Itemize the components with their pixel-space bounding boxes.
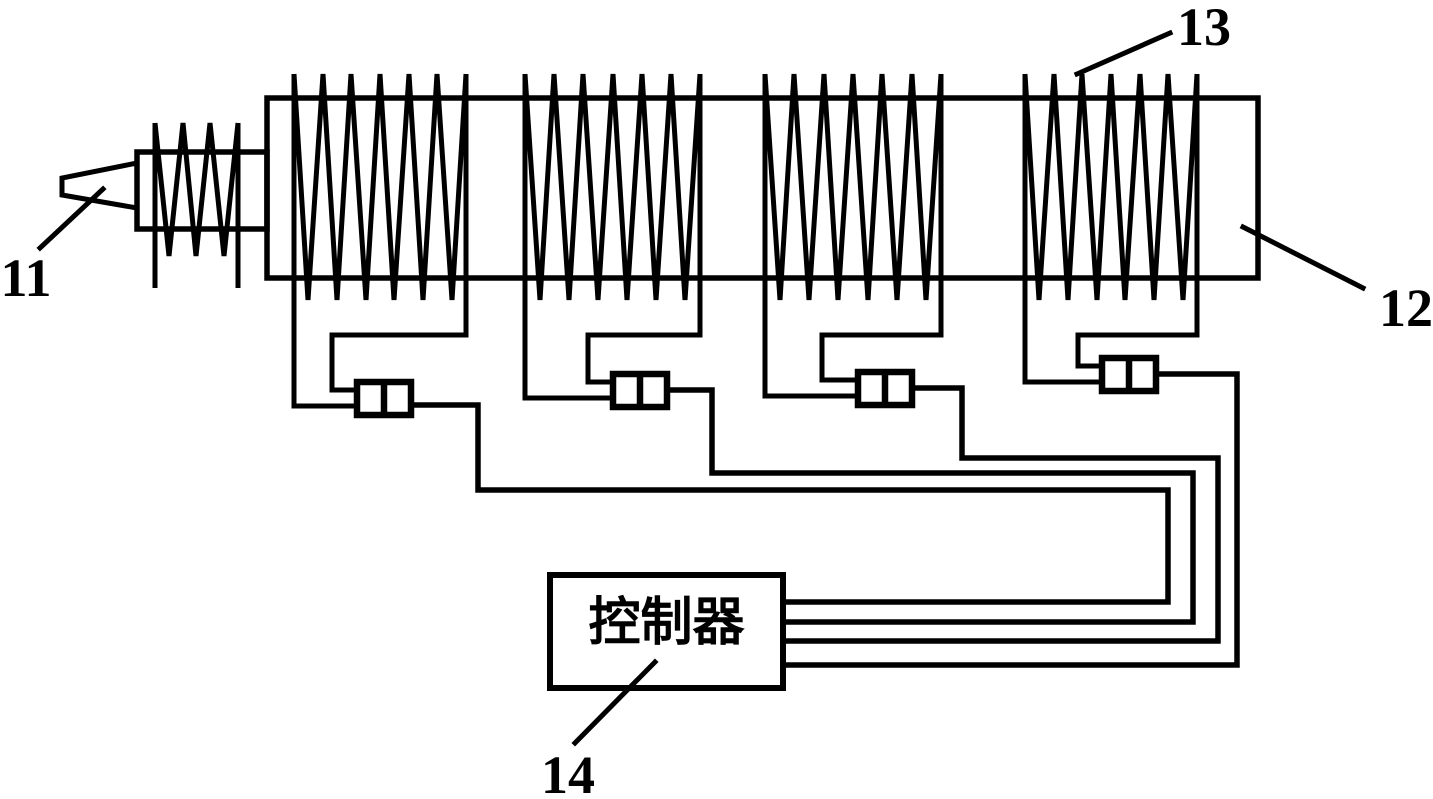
coil-3-right-lead <box>819 74 944 383</box>
wire-coil-4 <box>783 371 1240 668</box>
terminal-block-1 <box>353 378 415 419</box>
leader-lines <box>36 29 1367 747</box>
leader-14 <box>571 658 659 747</box>
coil-4-left-lead <box>1022 74 1102 385</box>
wire-coil-3 <box>783 385 1221 644</box>
heater-coil-4 <box>1022 73 1200 385</box>
heater-coil-3 <box>762 73 944 399</box>
ref-label-heating-coil: 13 <box>1177 0 1231 57</box>
ref-label-barrel: 12 <box>1379 278 1433 338</box>
nozzle <box>59 160 138 211</box>
nozzle-heater-coil <box>152 122 241 288</box>
wire-coil-1 <box>411 402 1171 605</box>
controller-box <box>547 572 786 691</box>
terminal-block-2 <box>609 370 671 411</box>
coil-2-left-lead <box>522 74 613 401</box>
controller-label: 控制器 <box>588 595 745 652</box>
leader-12 <box>1239 223 1367 292</box>
coil-4-winding <box>1022 73 1200 301</box>
leader-13 <box>1073 29 1174 78</box>
coil-4-right-lead <box>1075 74 1200 369</box>
ref-label-nozzle: 11 <box>0 248 52 308</box>
coil-1-winding <box>291 73 469 301</box>
coil-3-winding <box>762 73 944 301</box>
terminal-block-4 <box>1098 354 1160 395</box>
terminal-block-3 <box>854 368 916 409</box>
ref-label-controller: 14 <box>541 745 595 799</box>
coil-1-right-lead <box>329 74 469 393</box>
coil-2-right-lead <box>585 74 703 385</box>
coil-2-winding <box>522 73 703 301</box>
wire-coil-2 <box>667 387 1196 625</box>
controller-wires <box>411 371 1240 668</box>
heater-coil-2 <box>522 73 703 401</box>
coil-1-left-lead <box>291 74 357 409</box>
heater-coil-1 <box>291 73 469 409</box>
coil-3-left-lead <box>762 74 858 399</box>
leader-11 <box>36 185 107 252</box>
